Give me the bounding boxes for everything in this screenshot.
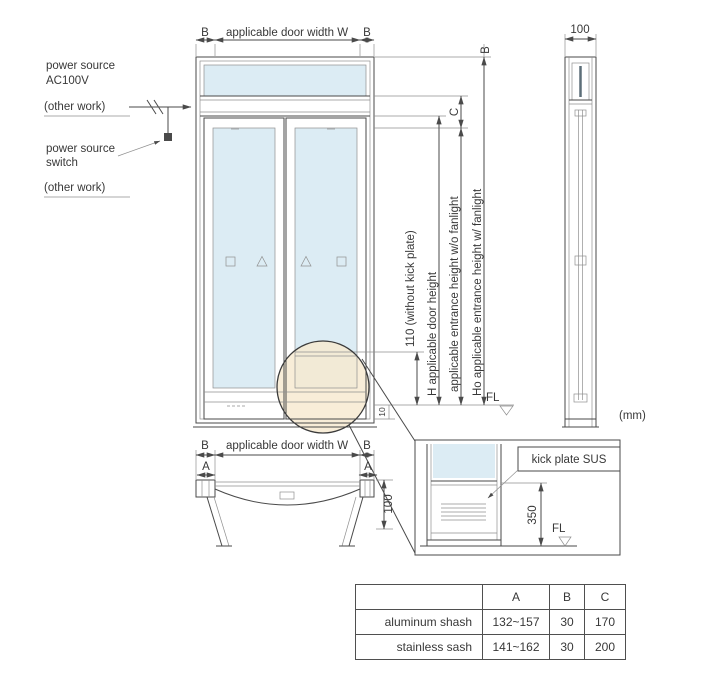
- plan-dim-a-left: A: [202, 461, 210, 473]
- plan-dim-a-right: A: [364, 461, 372, 473]
- fl-label: FL: [486, 392, 500, 404]
- power-source-switch-label: power source: [46, 143, 115, 155]
- dim-b-left: B: [201, 27, 209, 39]
- unit-mm-label: (mm): [619, 410, 646, 422]
- power-switch-icon: [164, 133, 172, 141]
- spec-value-a: 141~162: [482, 634, 550, 660]
- plan-dim-door-width: applicable door width W: [226, 440, 348, 452]
- labels: power source AC100V (other work) power s…: [44, 24, 646, 535]
- spec-row-label: aluminum shash: [355, 609, 483, 635]
- spec-table: A B C aluminum shash 132~157 30 170 stai…: [355, 584, 626, 660]
- power-source-label: power source: [46, 60, 115, 72]
- dim-b-frame: B: [480, 46, 492, 54]
- plan-dim-b-right: B: [363, 440, 371, 452]
- kick-plate-detail-view: [414, 439, 621, 556]
- spec-header-empty: [355, 584, 483, 610]
- dim-entrance-wo-fanlight: applicable entrance height w/o fanlight: [449, 196, 461, 392]
- detail-fl-label: FL: [552, 523, 566, 535]
- other-work-bottom-label: (other work): [44, 182, 106, 194]
- dim-door-height: H applicable door height: [427, 271, 439, 396]
- spec-header-b: B: [549, 584, 585, 610]
- spec-value-c: 200: [584, 634, 626, 660]
- spec-header-a: A: [482, 584, 550, 610]
- elevation-view: [193, 56, 377, 428]
- switch-label: switch: [46, 157, 78, 169]
- spec-value-c: 170: [584, 609, 626, 635]
- other-work-top-label: (other work): [44, 101, 106, 113]
- dim-350: 350: [527, 505, 539, 524]
- spec-row-label: stainless sash: [355, 634, 483, 660]
- elevation-dimensions: [195, 37, 514, 420]
- dim-b-right: B: [363, 27, 371, 39]
- dim-entrance-w-fanlight: Ho applicable entrance height w/ fanligh…: [472, 188, 484, 396]
- plan-view: [195, 450, 393, 547]
- ac100v-label: AC100V: [46, 75, 89, 87]
- dim-10: 10: [377, 407, 387, 417]
- plan-dim-100: 100: [383, 494, 395, 513]
- spec-header-c: C: [584, 584, 626, 610]
- detail-highlight-fill: [277, 341, 369, 433]
- dim-c-transom: C: [449, 108, 461, 116]
- spec-value-b: 30: [549, 634, 585, 660]
- glass-panels: [204, 65, 495, 478]
- spec-table-header-row: A B C: [355, 584, 626, 610]
- spec-value-a: 132~157: [482, 609, 550, 635]
- dim-100-side: 100: [570, 24, 589, 36]
- spec-table-row-stainless: stainless sash 141~162 30 200: [355, 634, 626, 660]
- kick-plate-label: kick plate SUS: [532, 454, 607, 466]
- fl-triangle-icon: [499, 405, 514, 416]
- dim-110-kick: 110 (without kick plate): [405, 230, 417, 347]
- detail-circle: [276, 340, 370, 434]
- dim-door-width: applicable door width W: [226, 27, 348, 39]
- side-section-view: [562, 34, 599, 428]
- plan-dim-b-left: B: [201, 440, 209, 452]
- spec-value-b: 30: [549, 609, 585, 635]
- detail-fl-triangle-icon: [558, 536, 572, 547]
- spec-table-row-aluminum: aluminum shash 132~157 30 170: [355, 609, 626, 635]
- power-annotation-lines: [44, 99, 192, 198]
